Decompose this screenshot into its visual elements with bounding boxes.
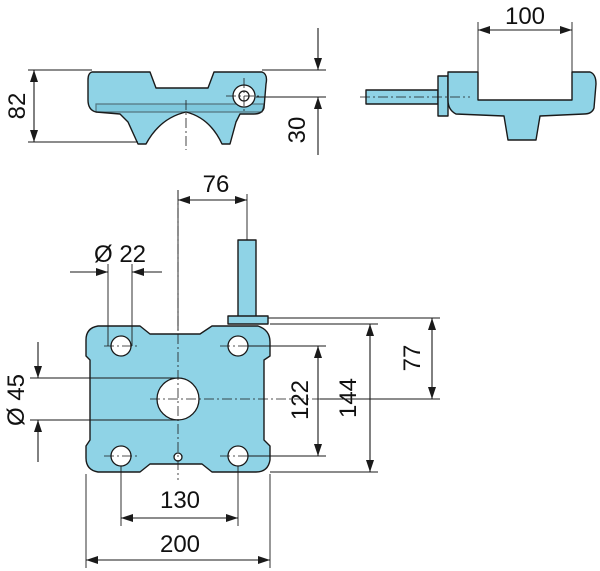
dim-77: 77 xyxy=(268,317,440,400)
front-view-shadow xyxy=(95,103,265,113)
dim-dia-45-label: Ø 45 xyxy=(3,374,30,426)
dim-77-label: 77 xyxy=(399,345,426,372)
dim-130-label: 130 xyxy=(160,487,200,514)
side-view-body xyxy=(447,71,597,141)
plan-view xyxy=(85,190,320,480)
front-view xyxy=(87,71,268,150)
dim-144: 144 xyxy=(270,323,378,473)
dim-76-label: 76 xyxy=(203,171,230,198)
side-view-pin-collar xyxy=(437,75,449,117)
dim-30: 30 xyxy=(256,28,326,155)
dim-82-label: 82 xyxy=(4,93,31,120)
dim-dia-45: Ø 45 xyxy=(3,342,178,462)
dim-200-label: 200 xyxy=(160,531,200,558)
dim-144-label: 144 xyxy=(335,378,362,418)
dim-100: 100 xyxy=(477,3,573,100)
dim-30-label: 30 xyxy=(284,117,311,144)
plan-view-pin-flange xyxy=(227,315,269,325)
dim-122: 122 xyxy=(248,345,326,457)
dim-100-label: 100 xyxy=(505,3,545,30)
dim-dia-22: Ø 22 xyxy=(70,241,162,346)
dim-122-label: 122 xyxy=(287,380,314,420)
plan-view-pin xyxy=(237,239,257,319)
dim-200: 200 xyxy=(85,474,271,568)
dim-76: 76 xyxy=(177,171,248,330)
dim-82: 82 xyxy=(4,69,138,143)
side-view xyxy=(360,71,597,141)
dim-dia-22-label: Ø 22 xyxy=(94,241,146,268)
dim-130: 130 xyxy=(120,466,239,526)
